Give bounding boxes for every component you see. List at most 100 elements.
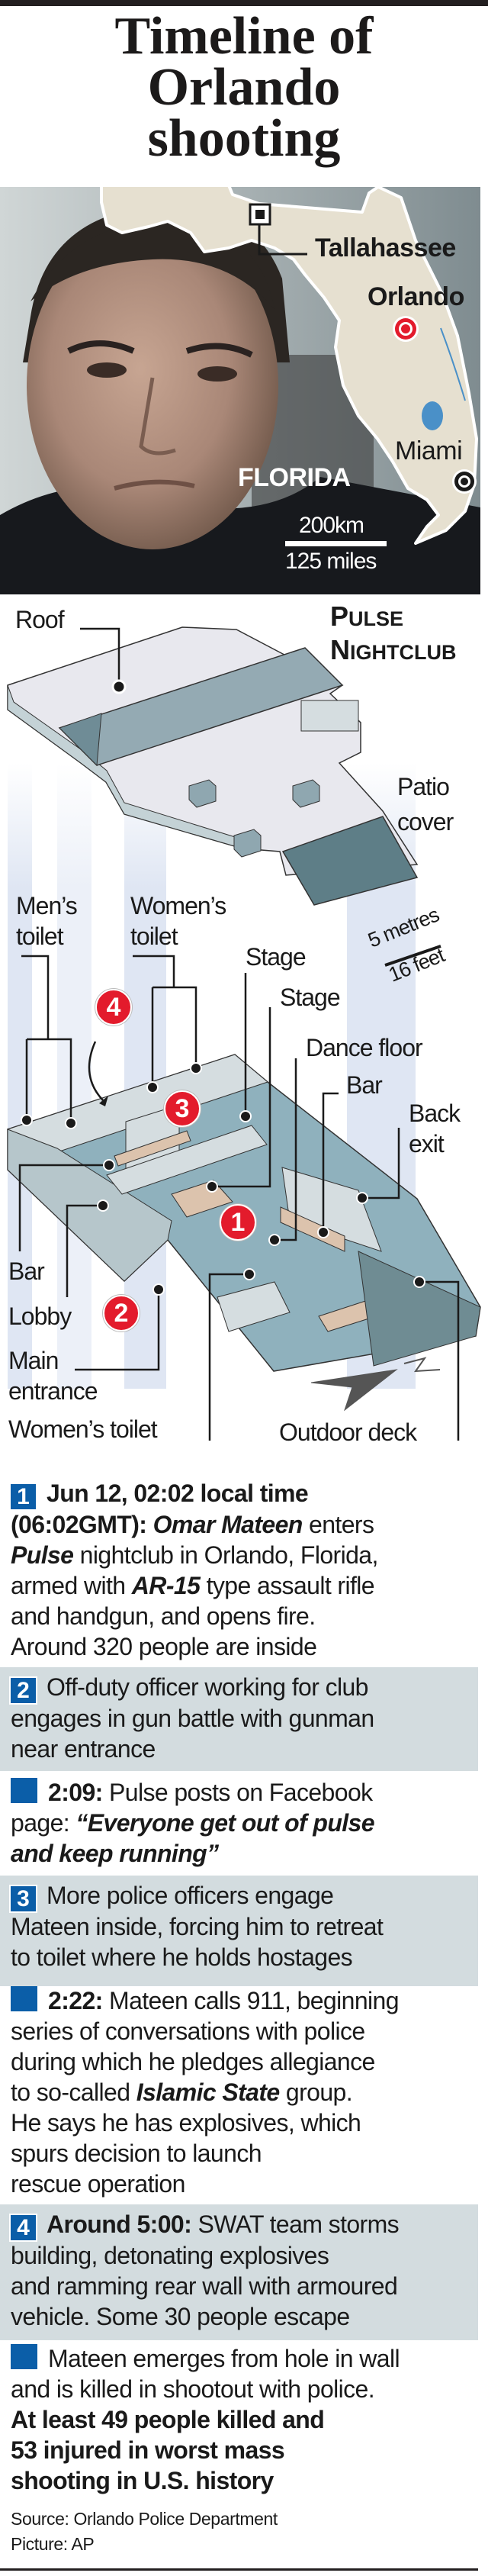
- timeline-text: Mateen emerges from hole in wall: [48, 2345, 400, 2372]
- title-line: shooting: [147, 109, 341, 168]
- timeline-text: and ramming rear wall with armoured: [11, 2272, 398, 2300]
- timeline-line: vehicle. Some 30 people escape: [0, 2301, 478, 2332]
- timeline-line: At least 49 people killed and: [0, 2404, 478, 2435]
- timeline-text: vehicle. Some 30 people escape: [11, 2303, 350, 2330]
- timeline-text: Mateen inside, forcing him to retreat: [11, 1913, 384, 1940]
- timeline-text: armed with: [11, 1572, 132, 1599]
- timeline-text: type assault rifle: [200, 1572, 375, 1599]
- timeline-text: Off-duty officer working for club: [47, 1673, 368, 1701]
- timeline-text: group.: [279, 2079, 353, 2106]
- timeline-line: and is killed in shootout with police.: [0, 2374, 478, 2404]
- label-stage: Stage: [280, 984, 341, 1011]
- bottom-rule: [0, 2568, 478, 2571]
- timeline-text: page:: [11, 1809, 76, 1837]
- label-dance-floor: Dance floor: [306, 1034, 423, 1061]
- arrow-icon: [88, 1041, 104, 1101]
- bullet-square-icon: [11, 2344, 37, 2369]
- map-scale-bar: [285, 541, 387, 546]
- timeline-line: 2:22: Mateen calls 911, beginning: [0, 1985, 478, 2016]
- label-womens-toilet: Women’s toilet: [8, 1415, 158, 1443]
- label-main-entrance: entrance: [8, 1377, 98, 1405]
- heading-text: N: [330, 634, 350, 665]
- timeline-text: building, detonating explosives: [11, 2242, 329, 2269]
- building-illustration: [6, 626, 481, 1441]
- miami-city-icon: [452, 469, 477, 494]
- timeline-line: engages in gun battle with gunman: [0, 1703, 478, 1734]
- label-stage: Stage: [246, 943, 307, 971]
- timeline-line: page: “Everyone get out of pulse: [0, 1808, 478, 1838]
- timeline-text: At least 49 people killed and: [11, 2406, 325, 2433]
- florida-map: [100, 187, 478, 545]
- page-title: Timeline of Orlando shooting: [0, 7, 488, 168]
- map-label-florida: FLORIDA: [238, 463, 351, 492]
- step-number-badge: 4: [9, 2214, 37, 2242]
- timeline-text: More police officers engage: [47, 1882, 334, 1909]
- label-roof: Roof: [15, 606, 65, 633]
- label-mens-toilet: Men’s: [16, 892, 78, 919]
- timeline-line: rescue operation: [0, 2169, 478, 2199]
- map-scale-km: 200km: [299, 513, 364, 538]
- timeline-text: Islamic State: [136, 2079, 280, 2106]
- timeline-line: and handgun, and opens fire.: [0, 1601, 478, 1631]
- timeline-line: and ramming rear wall with armoured: [0, 2271, 478, 2301]
- title-line: Orlando: [147, 58, 341, 117]
- step-number-badge: 2: [9, 1676, 37, 1705]
- timeline-text: Jun 12, 02:02 local time: [47, 1480, 309, 1507]
- heading-text: IGHTCLUB: [350, 641, 457, 664]
- timeline-text: and is killed in shootout with police.: [11, 2375, 375, 2403]
- timeline-text: 53 injured in worst mass: [11, 2436, 285, 2464]
- bullet-square-icon: [11, 1778, 37, 1803]
- timeline-line: 2 Off-duty officer working for club: [0, 1672, 478, 1705]
- timeline-line: to toilet where he holds hostages: [0, 1942, 478, 1972]
- timeline-text: spurs decision to launch: [11, 2140, 262, 2167]
- timeline-text: near entrance: [11, 1735, 156, 1763]
- timeline-line: Pulse nightclub in Orlando, Florida,: [0, 1540, 478, 1570]
- map-label-tallahassee: Tallahassee: [315, 233, 456, 262]
- timeline-item: 4 Around 5:00: SWAT team storms building, …: [0, 2204, 478, 2340]
- label-bar: Bar: [346, 1071, 383, 1099]
- timeline-line: 1 Jun 12, 02:02 local time: [0, 1478, 478, 1511]
- timeline-text: rescue operation: [11, 2170, 185, 2198]
- timeline-text: shooting in U.S. history: [11, 2467, 274, 2494]
- picture-credit: Picture: AP: [11, 2534, 95, 2554]
- timeline-line: He says he has explosives, which: [0, 2107, 478, 2138]
- timeline-text: Pulse: [11, 1541, 74, 1569]
- timeline-text: and handgun, and opens fire.: [11, 1602, 316, 1630]
- label-outdoor-deck: Outdoor deck: [279, 1418, 417, 1446]
- step-marker-3: 3: [164, 1090, 201, 1127]
- timeline-text: nightclub in Orlando, Florida,: [73, 1541, 379, 1569]
- diagram-heading: NIGHTCLUB: [330, 636, 457, 665]
- timeline-text: to so-called: [11, 2079, 136, 2106]
- timeline-text: series of conversations with police: [11, 2017, 365, 2045]
- timeline-line: 4 Around 5:00: SWAT team storms: [0, 2209, 478, 2242]
- map-scale-miles: 125 miles: [285, 549, 377, 574]
- heading-text: P: [330, 601, 349, 632]
- timeline-text: SWAT team storms: [191, 2211, 400, 2238]
- timeline-text: 2:22:: [48, 1987, 103, 2014]
- outdoor-deck: [358, 1251, 481, 1367]
- suspect-photo-with-map: Tallahassee Orlando Miami FLORIDA 200km …: [0, 187, 480, 594]
- timeline-line: building, detonating explosives: [0, 2240, 478, 2271]
- label-mens-toilet: toilet: [16, 923, 64, 950]
- pulse-nightclub-diagram: Roof PULSE NIGHTCLUB Patio cover Men’s t…: [0, 594, 488, 1457]
- map-label-miami: Miami: [395, 436, 463, 465]
- label-main-entrance: Main: [8, 1347, 59, 1374]
- timeline-text: Around 5:00:: [47, 2211, 192, 2238]
- label-cover: cover: [397, 808, 454, 836]
- step-number-badge: 1: [9, 1483, 37, 1511]
- timeline-text: to toilet where he holds hostages: [11, 1943, 353, 1971]
- source-credit: Source: Orlando Police Department: [11, 2509, 278, 2529]
- step-marker-4: 4: [95, 989, 132, 1026]
- label-womens-toilet: Women’s: [130, 892, 226, 919]
- orlando-target-icon: [393, 316, 419, 342]
- title-line: Timeline of: [114, 7, 374, 66]
- timeline-text: “Everyone get out of pulse: [75, 1809, 374, 1837]
- timeline-line: near entrance: [0, 1734, 478, 1764]
- label-patio: Patio: [397, 773, 450, 800]
